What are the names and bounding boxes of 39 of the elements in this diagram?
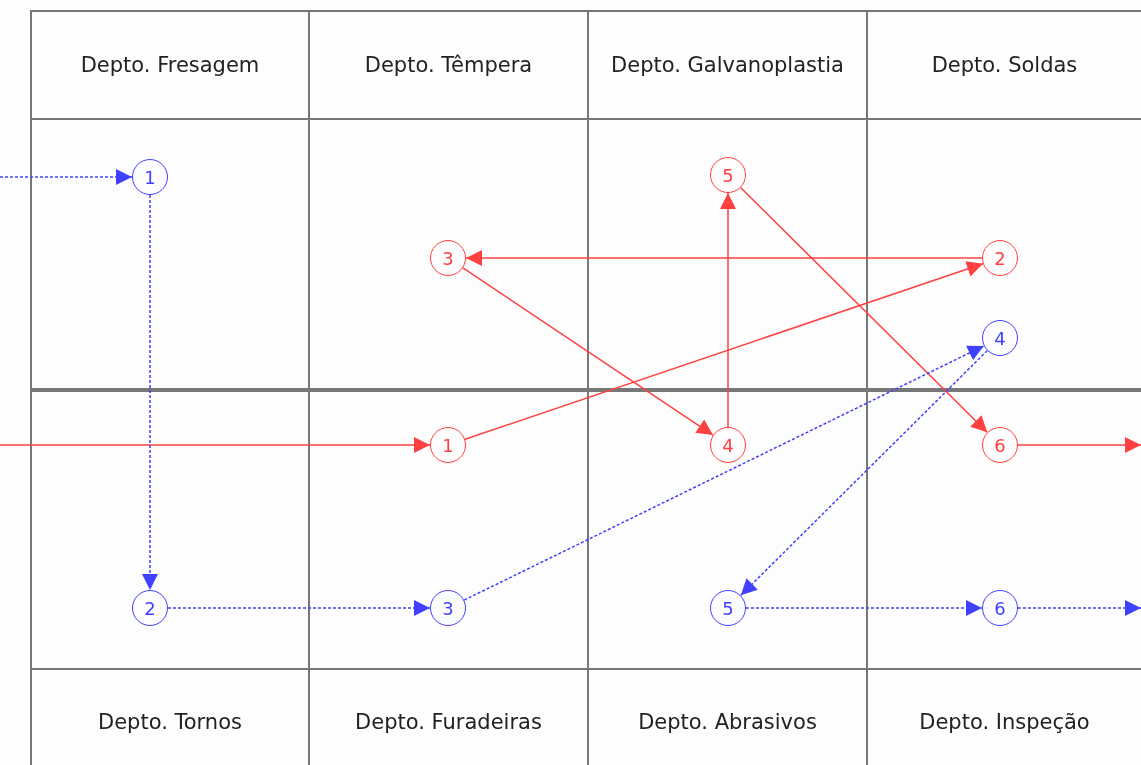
step-circle: 5 xyxy=(710,590,746,626)
step-circle: 1 xyxy=(132,159,168,195)
step-circle: 2 xyxy=(982,240,1018,276)
flow-arrow xyxy=(464,261,984,440)
department-cell xyxy=(308,10,589,390)
flow-arrow xyxy=(740,186,988,434)
flow-arrow xyxy=(462,267,714,436)
department-name: Depto. Têmpera xyxy=(364,52,533,79)
flow-arrow xyxy=(0,437,431,453)
department-cell xyxy=(587,10,868,390)
flow-arrow xyxy=(142,194,158,591)
department-name: Depto. Soldas xyxy=(931,52,1078,79)
department-name: Depto. Inspeção xyxy=(919,708,1090,736)
step-circle: 5 xyxy=(710,157,746,193)
flow-arrow xyxy=(745,600,983,616)
step-circle: 3 xyxy=(430,590,466,626)
department-cell xyxy=(30,390,310,765)
flow-arrow xyxy=(465,250,983,266)
step-circle: 1 xyxy=(430,427,466,463)
department-name: Depto. Tornos xyxy=(98,708,242,736)
step-circle: 6 xyxy=(982,590,1018,626)
flow-arrow xyxy=(740,349,988,597)
department-name: Depto. Furadeiras xyxy=(355,708,542,736)
step-circle: 6 xyxy=(982,427,1018,463)
flow-arrow xyxy=(1017,437,1141,453)
flow-arrow xyxy=(167,600,431,616)
step-circle: 4 xyxy=(710,427,746,463)
department-cell xyxy=(866,10,1141,390)
flow-arrow xyxy=(463,345,985,601)
flow-arrow xyxy=(0,169,133,185)
flow-arrow xyxy=(1017,600,1141,616)
step-circle: 2 xyxy=(132,590,168,626)
department-name: Depto. Galvanoplastia xyxy=(611,52,844,79)
department-name: Depto. Fresagem xyxy=(80,52,260,79)
step-circle: 3 xyxy=(430,240,466,276)
department-cell xyxy=(30,10,310,390)
flow-arrow xyxy=(720,192,736,428)
step-circle: 4 xyxy=(982,320,1018,356)
department-name: Depto. Abrasivos xyxy=(638,708,817,736)
